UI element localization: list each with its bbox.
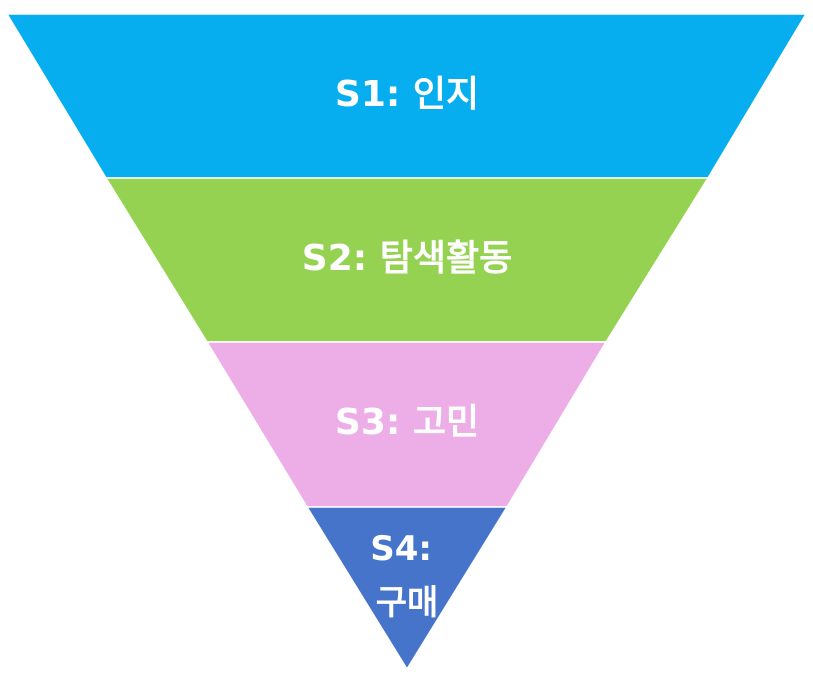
funnel-stage-4-label-line1: S4: [370, 529, 432, 569]
funnel-stage-1-label: S1: 인지 [335, 74, 479, 115]
funnel-stage-4-label: S4: 구매 [370, 529, 444, 623]
funnel-stage-4-label-line2: 구매 [376, 583, 439, 623]
funnel-stage-2-label: S2: 탐색활동 [302, 238, 512, 279]
funnel-stage-4-shape [305, 506, 509, 671]
funnel-stage-3-label: S3: 고민 [335, 402, 479, 443]
